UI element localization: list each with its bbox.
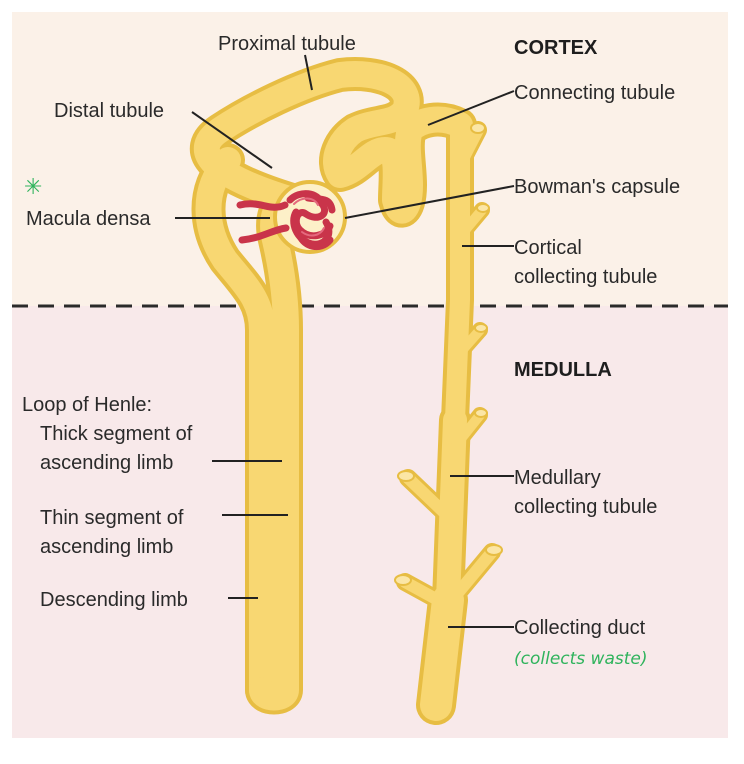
proximal-tubule-label: Proximal tubule [218,33,356,55]
collecting-duct-label: Collecting duct [514,617,646,639]
thin-segment-label-line2: ascending limb [40,536,173,558]
handwritten-note: (collects waste) [514,649,648,669]
descending-limb-label: Descending limb [40,589,188,611]
medullary-collecting-label-line2: collecting tubule [514,496,657,518]
macula-densa-label: Macula densa [26,208,151,230]
cortical-collecting-label-line1: Cortical [514,237,582,259]
bowmans-capsule-label: Bowman's capsule [514,176,680,198]
loop-of-henle-label: Loop of Henle: [22,394,152,416]
distal-tubule-label: Distal tubule [54,100,164,122]
thick-segment-label-line2: ascending limb [40,452,173,474]
star-annotation-icon: ✳ [24,175,42,200]
medulla-region [12,306,728,738]
medulla-label: MEDULLA [514,359,612,381]
glomerulus-highlight [293,197,325,237]
branch-openings [394,122,503,586]
tubule-fill [193,61,498,721]
medullary-collecting-label-line1: Medullary [514,467,601,489]
thick-segment-label-line1: Thick segment of [40,423,193,445]
connecting-tubule-label: Connecting tubule [514,82,675,104]
thin-segment-label-line1: Thin segment of [40,507,184,529]
cortex-label: CORTEX [514,37,598,59]
cortical-collecting-label-line2: collecting tubule [514,266,657,288]
leader-lines [175,54,515,628]
